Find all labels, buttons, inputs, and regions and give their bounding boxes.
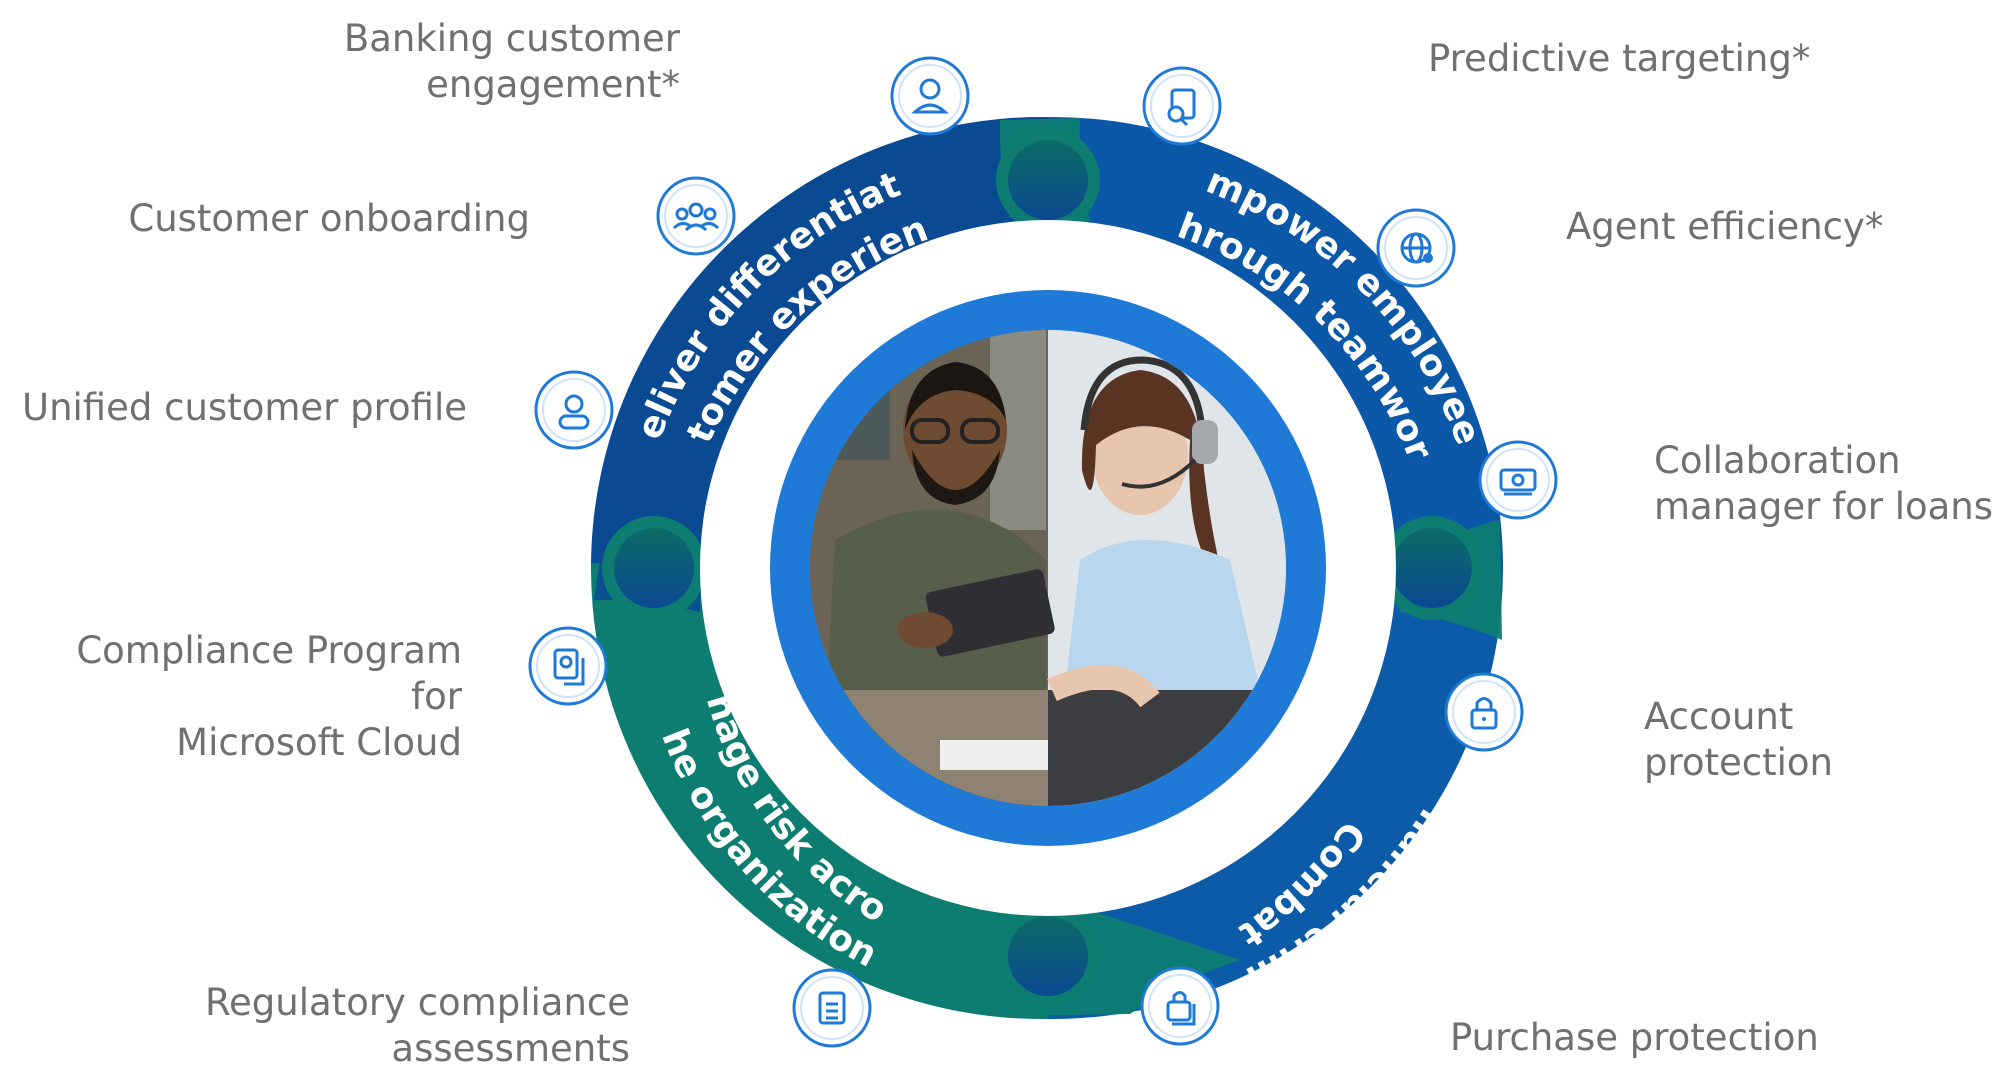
person-icon bbox=[890, 56, 970, 136]
capability-label-regulatory: Regulatory compliance assessments bbox=[204, 981, 630, 1070]
capability-label-profile: Unified customer profile bbox=[22, 386, 467, 429]
capability-label-banking: Banking customer engagement* bbox=[343, 17, 680, 106]
capability-label-predictive: Predictive targeting* bbox=[1428, 37, 1811, 80]
lock-icon bbox=[1444, 672, 1524, 752]
capability-label-compliance: Compliance Program for Microsoft Cloud bbox=[76, 629, 462, 764]
money-icon bbox=[1478, 440, 1558, 520]
capability-label-collab: Collaboration manager for loans bbox=[1654, 439, 1994, 528]
people-group-icon bbox=[656, 176, 736, 256]
capability-label-agent: Agent efficiency* bbox=[1566, 205, 1884, 248]
document-search-icon bbox=[1142, 66, 1222, 146]
capability-label-purchase: Purchase protection bbox=[1450, 1016, 1819, 1059]
segment-connectors bbox=[602, 128, 1484, 1008]
clipboard-icon bbox=[792, 968, 872, 1048]
document-icon bbox=[528, 626, 608, 706]
globe-person-icon bbox=[1376, 208, 1456, 288]
profile-icon bbox=[534, 370, 614, 450]
bag-lock-icon bbox=[1140, 966, 1220, 1046]
capability-label-onboarding: Customer onboarding bbox=[128, 197, 530, 240]
capability-label-account: Account protection bbox=[1644, 695, 1834, 784]
